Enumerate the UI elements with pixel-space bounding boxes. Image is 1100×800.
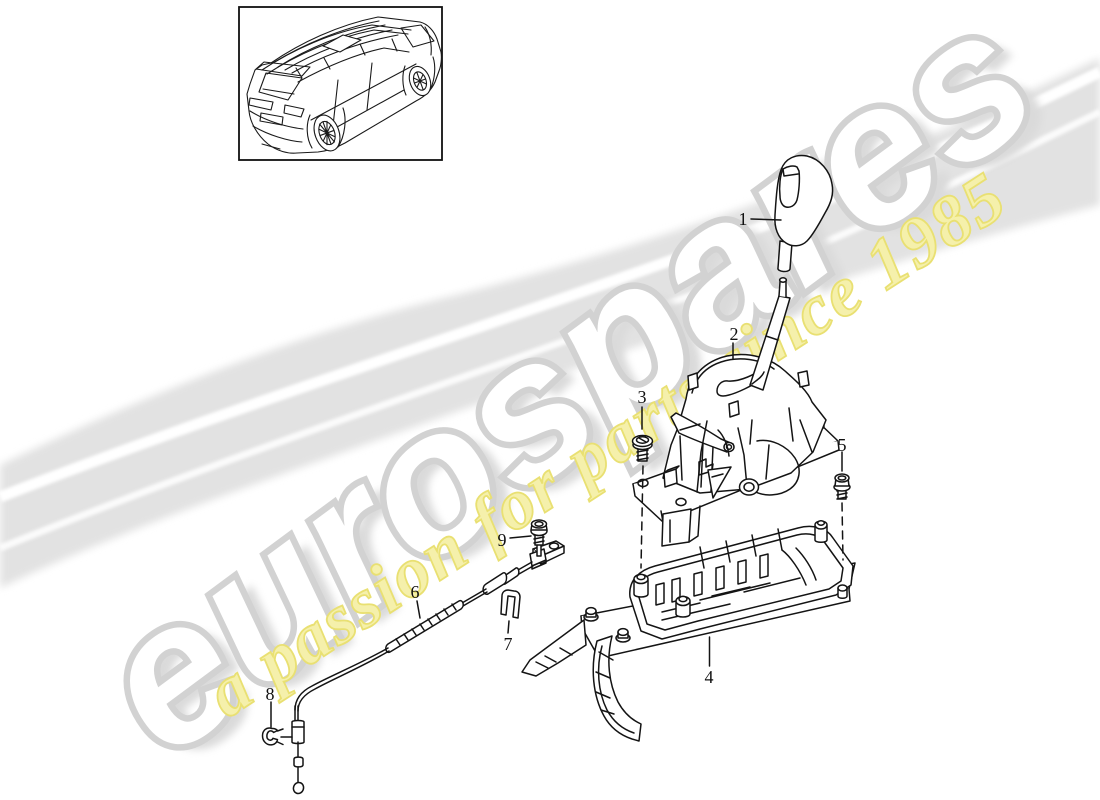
svg-text:7: 7 (504, 634, 513, 654)
svg-text:3: 3 (638, 387, 647, 407)
svg-text:6: 6 (411, 582, 420, 602)
svg-text:9: 9 (498, 530, 507, 550)
svg-text:8: 8 (266, 684, 275, 704)
svg-text:5: 5 (838, 435, 847, 455)
svg-text:2: 2 (730, 324, 739, 344)
svg-text:1: 1 (739, 209, 748, 229)
svg-text:4: 4 (705, 667, 714, 687)
